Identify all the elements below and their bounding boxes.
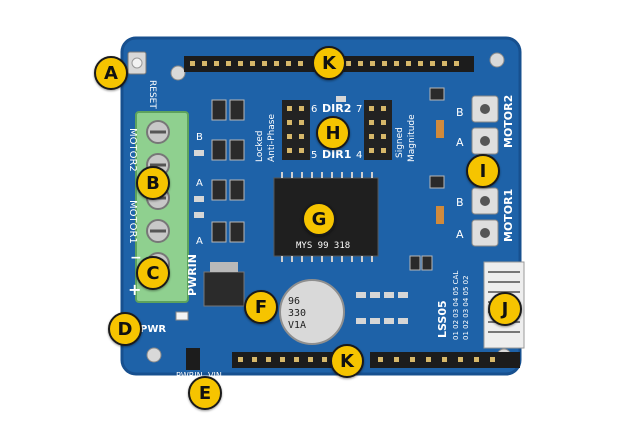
regulator-tab [210, 262, 238, 272]
right-transistors [409, 87, 445, 271]
btn-b-label-top: B [456, 106, 464, 119]
callout-k-top: K [312, 46, 346, 80]
motor1-right-label: MOTOR1 [502, 189, 515, 242]
locked-label: Locked [255, 131, 265, 162]
mounting-hole [170, 65, 186, 81]
callout-b: B [136, 166, 170, 200]
anti-phase-label: Anti-Phase [267, 114, 277, 162]
terminal-a-label: A [196, 178, 203, 189]
callout-c: C [136, 256, 170, 290]
signed-label: Signed [395, 127, 405, 158]
chip-code: MYS 99 318 [296, 241, 350, 251]
mounting-hole [146, 347, 162, 363]
top-header-pins [190, 61, 459, 66]
chip-pins [281, 172, 373, 262]
callout-f: F [244, 290, 278, 324]
dir-num-4: 4 [356, 150, 362, 161]
pwrin-jumper-label: PWRIN [176, 371, 203, 380]
capacitor-line3: V1A [288, 320, 306, 331]
motor2-right-label: MOTOR2 [502, 95, 515, 148]
lss05-row1: 01 02 03 04 05 CAL [452, 271, 460, 340]
bottom-header-left [232, 352, 350, 368]
vin-label: VIN [208, 371, 222, 380]
dir1-label: DIR1 [322, 148, 351, 161]
btn-b-label-bottom: B [456, 196, 464, 209]
callout-h: H [316, 116, 350, 150]
reset-label: RESET [147, 80, 157, 109]
btn-a-label-bottom: A [456, 228, 464, 241]
regulator [203, 271, 245, 307]
mounting-hole [489, 52, 505, 68]
callout-a: A [94, 56, 128, 90]
magnitude-label: Magnitude [407, 114, 417, 162]
bottom-resistors [356, 292, 408, 324]
minus-label: − [130, 250, 142, 266]
jumper-header-right [364, 100, 392, 160]
motor-buttons [471, 95, 499, 247]
motor1-left-label: MOTOR1 [127, 200, 138, 244]
reset-button-cap [131, 57, 143, 69]
capacitor-line1: 96 [288, 296, 300, 307]
pwrin-label: PWRIN [186, 254, 199, 296]
capacitor [279, 279, 345, 345]
smd-components [211, 99, 245, 243]
callout-g: G [302, 202, 336, 236]
pwr-label: PWR [140, 324, 166, 335]
terminal-a2-label: A [196, 236, 203, 247]
callout-i: I [466, 154, 500, 188]
jumper-header-left [282, 100, 310, 160]
dir-num-7: 7 [356, 104, 362, 115]
callout-d: D [108, 312, 142, 346]
callout-e: E [188, 376, 222, 410]
dir-num-6a: 6 [311, 104, 317, 115]
callout-j: J [488, 292, 522, 326]
diode-top [436, 120, 444, 138]
btn-a-label-top: A [456, 136, 464, 149]
lss05-label: LSS05 [436, 300, 449, 338]
motor2-left-label: MOTOR2 [127, 128, 138, 172]
terminal-b-label: B [196, 132, 203, 143]
diode-bottom [436, 206, 444, 224]
dir-num-5a: 5 [311, 150, 317, 161]
dir2-label: DIR2 [322, 102, 351, 115]
plus-label: + [128, 280, 141, 299]
callout-k-bottom: K [330, 344, 364, 378]
pwr-led [175, 311, 189, 321]
bottom-header-pins [238, 357, 495, 362]
pwrin-jumper [186, 348, 200, 370]
lss05-row2: 01 02 03 04 05 02 [462, 275, 470, 340]
capacitor-line2: 330 [288, 308, 306, 319]
